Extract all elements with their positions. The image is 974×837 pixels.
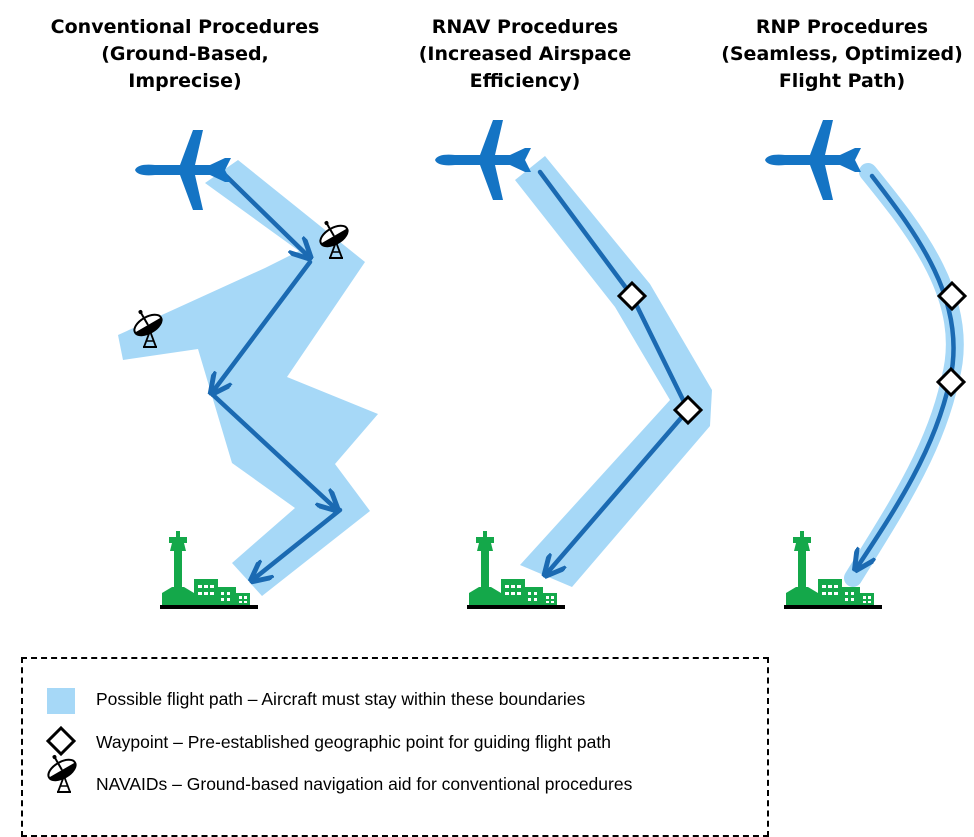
airplane-icon [765, 120, 861, 200]
flight-path-swatch [47, 688, 75, 714]
conventional-title: Conventional Procedures (Ground-Based, I… [50, 16, 320, 92]
airplane-icon [435, 120, 531, 200]
procedures-diagram [39, 120, 967, 793]
rnav-path [537, 169, 691, 572]
legend-item-flight-path: Possible flight path – Aircraft must sta… [96, 689, 586, 709]
rnp-corridor [844, 163, 964, 587]
airplane-icon [135, 130, 231, 210]
conventional-path [212, 169, 340, 578]
rnp-title: RNP Procedures (Seamless, Optimized) Fli… [721, 16, 963, 92]
rnav-title: RNAV Procedures (Increased Airspace Effi… [418, 16, 632, 92]
legend-item-navaid: NAVAIDs – Ground-based navigation aid fo… [96, 774, 633, 794]
rnav-corridor [515, 156, 712, 587]
legend-item-waypoint: Waypoint – Pre-established geographic po… [96, 732, 611, 752]
